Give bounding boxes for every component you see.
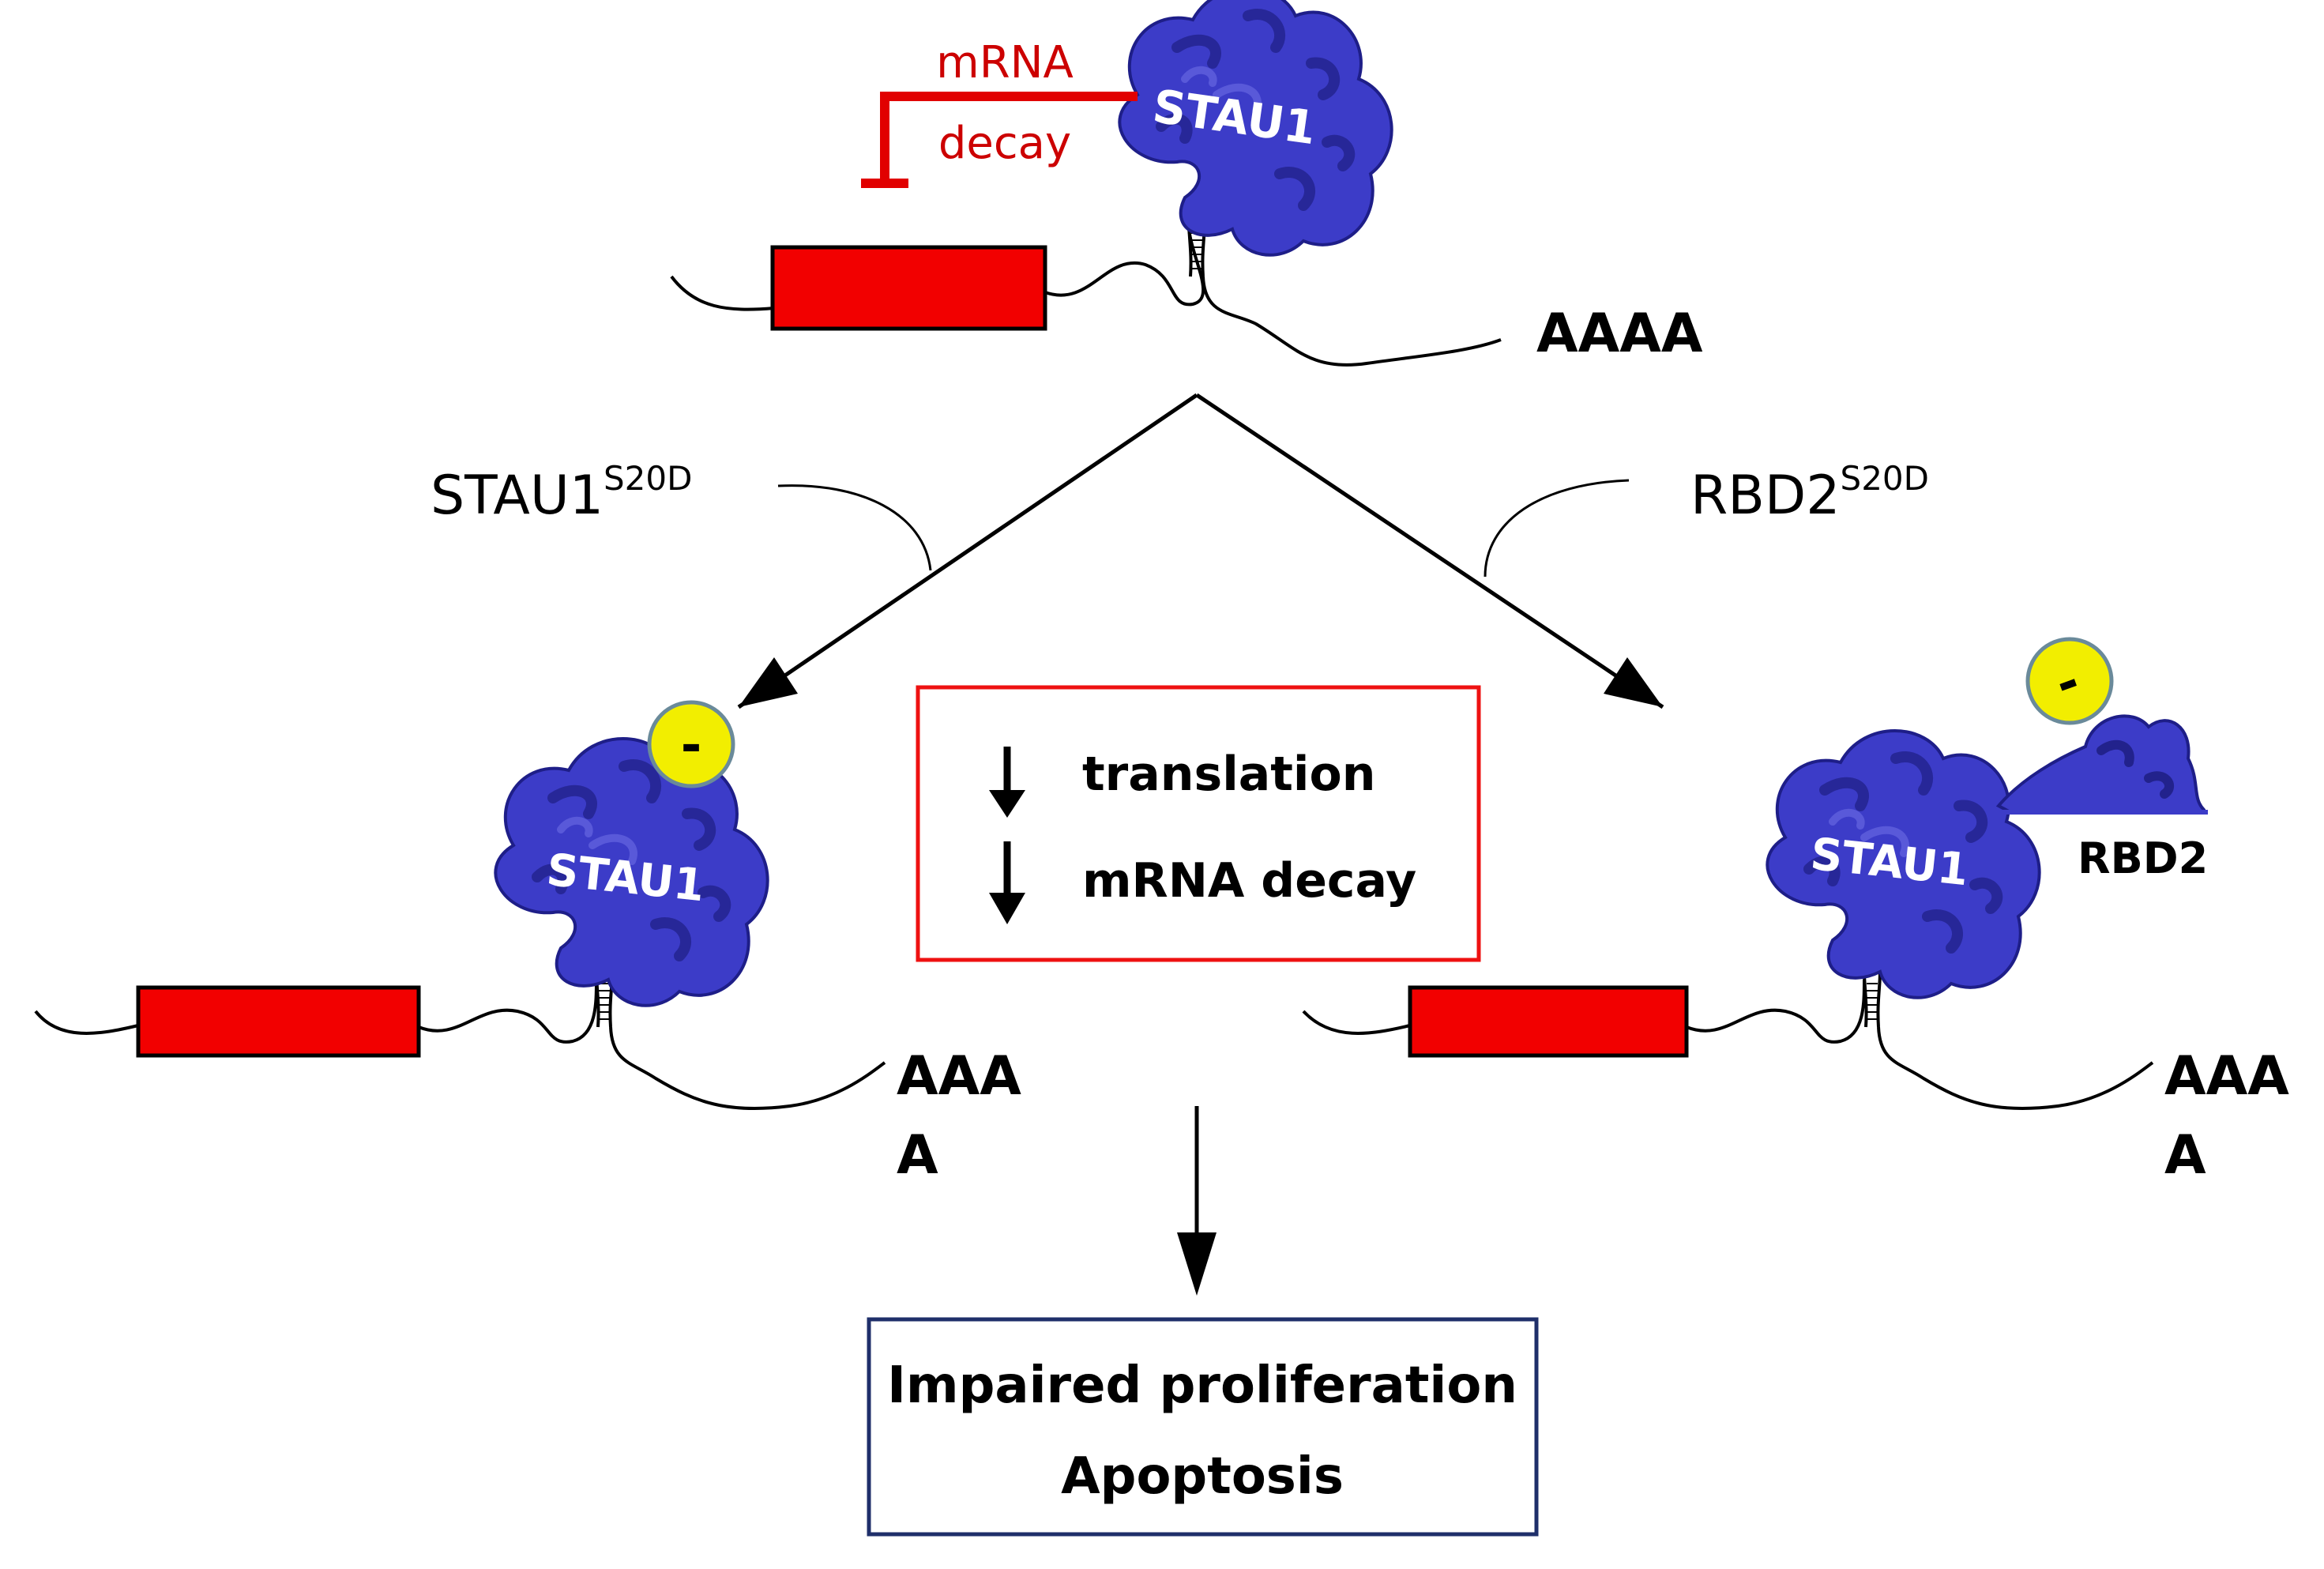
right-branch-label: RBD2S20D (1690, 459, 1929, 527)
effects-box-border (916, 685, 1481, 962)
translation-down-arrow-icon (989, 790, 1025, 818)
right-polya-line1: AAA (2164, 1045, 2289, 1108)
outcome-line1: Impaired proliferation (887, 1356, 1517, 1415)
right-branch-arrowhead (1604, 657, 1663, 707)
top-mrna-3prime-line (1044, 228, 1205, 307)
branch-arrows: STAU1S20D RBD2S20D (431, 393, 1929, 709)
left-branch-label: STAU1S20D (431, 459, 692, 527)
effect-translation: translation (1082, 747, 1375, 802)
left-mrna-5prime-line (34, 1010, 139, 1035)
top-mrna-5prime-line (670, 275, 775, 311)
right-rbd2-texture (2096, 739, 2174, 799)
left-polya-line2: A (897, 1124, 938, 1187)
left-branch-arrowhead (739, 657, 798, 707)
left-branch-arrow (737, 393, 1198, 709)
effect-mrna-decay: mRNA decay (1082, 853, 1416, 909)
right-coding-region (1408, 985, 1689, 1058)
right-mrna-5prime-line (1302, 1010, 1411, 1035)
left-phospho-circle (647, 700, 735, 788)
decay-label-line1: mRNA (936, 37, 1074, 88)
right-branch-arrow (1195, 393, 1664, 709)
left-polya-line1: AAA (897, 1045, 1021, 1108)
right-mrna: AAA A STAU1 RBD2 - (1302, 637, 2289, 1187)
outcome: Impaired proliferation Apoptosis (867, 1106, 1539, 1537)
right-polya-line2: A (2164, 1124, 2206, 1187)
decay-inhibition-line (880, 92, 1138, 182)
right-rbd2-label: RBD2 (2078, 833, 2208, 883)
effects-box: translation mRNA decay (916, 685, 1481, 962)
left-phospho-charge: - (681, 717, 702, 775)
outcome-arrowhead (1177, 1232, 1217, 1296)
outcome-line2: Apoptosis (1061, 1447, 1344, 1506)
right-mrna-tail-line (1877, 1026, 2154, 1111)
top-mrna-tail-line (1201, 276, 1502, 367)
left-branch-connector (777, 484, 932, 571)
decay-down-arrow-icon (989, 893, 1025, 924)
right-rbd2-domain (1995, 714, 2206, 814)
left-mrna-3prime-line (418, 979, 598, 1044)
right-branch-connector (1484, 479, 1630, 578)
top-mrna: AAAA STAU1 mRNA decay (670, 0, 1703, 367)
top-coding-region (770, 245, 1047, 331)
decay-label-line2: decay (938, 118, 1071, 169)
right-mrna-3prime-line (1686, 979, 1866, 1044)
left-mrna-tail-line (609, 1026, 886, 1111)
left-mrna: AAA A STAU1 - (34, 700, 1021, 1187)
left-coding-region (136, 985, 421, 1058)
right-phospho-circle (2025, 637, 2114, 725)
outcome-box (867, 1317, 1539, 1537)
top-polya-tail: AAAA (1536, 303, 1703, 365)
